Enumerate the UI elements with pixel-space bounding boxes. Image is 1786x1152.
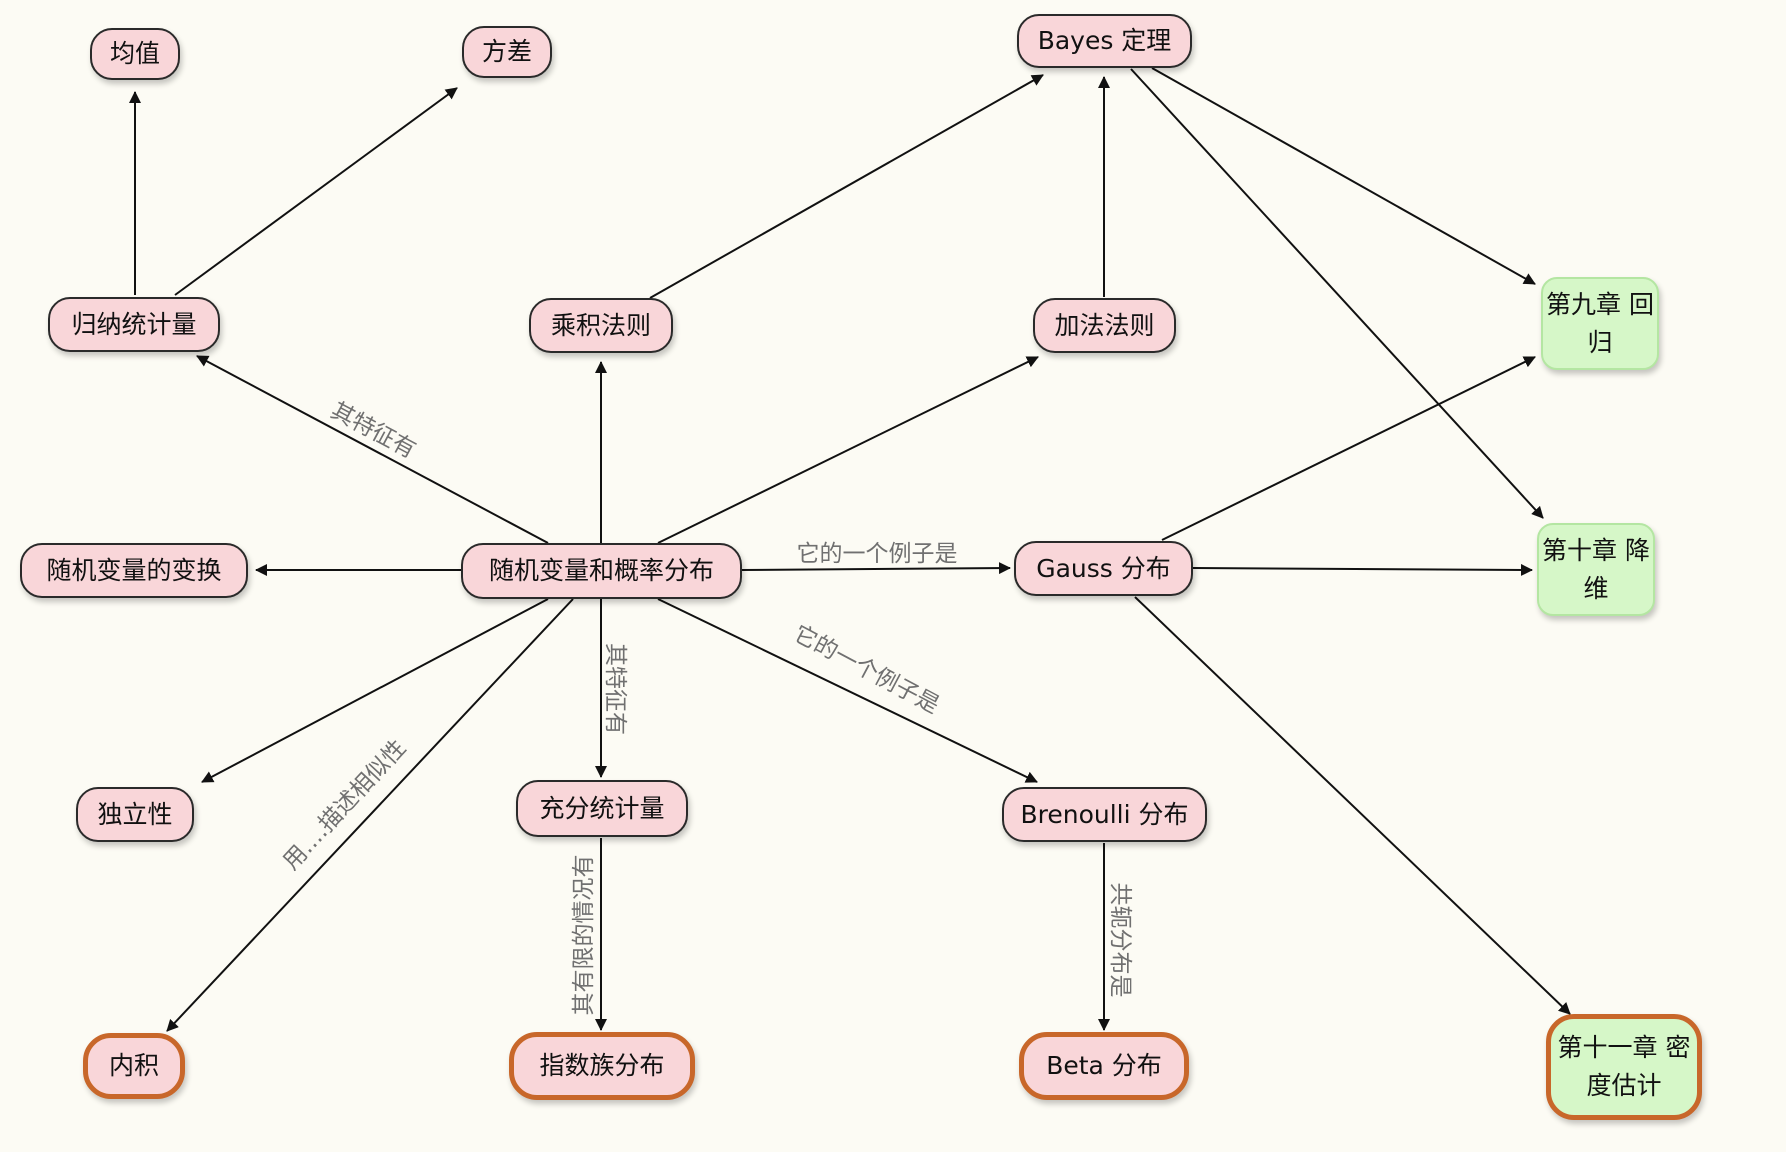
edge-label-characterized-by-1: 其特征有 [327, 398, 420, 464]
node-independence[interactable]: 独立性 [76, 787, 194, 842]
edge-gauss-to-ch10 [1192, 563, 1533, 576]
edge-rvdist-to-gauss [741, 562, 1011, 575]
edge-label-characterized-by-2: 其特征有 [602, 643, 628, 735]
edge-bayes-to-ch9 [1151, 67, 1536, 285]
edge-label-example-2: 它的一个例子是 [789, 621, 943, 720]
node-ch10[interactable]: 第十章 降维 [1537, 523, 1655, 616]
edge-rvdist-to-inner-product [166, 598, 574, 1032]
node-ch9[interactable]: 第九章 回归 [1541, 277, 1659, 370]
node-sufficient-stats[interactable]: 充分统计量 [516, 780, 688, 837]
edge-bayes-to-ch10 [1130, 68, 1544, 519]
node-mean[interactable]: 均值 [90, 28, 180, 80]
node-rv-dist[interactable]: 随机变量和概率分布 [461, 543, 742, 599]
edge-rvdist-to-sum-rule [657, 356, 1039, 544]
edge-label-similarity: 用....描述相似性 [278, 735, 411, 875]
edge-label-finite-case: 其有限的情况有 [571, 855, 597, 1016]
edge-label-conjugate: 共轭分布是 [1107, 883, 1133, 998]
node-rv-transform[interactable]: 随机变量的变换 [20, 543, 248, 598]
node-exp-family[interactable]: 指数族分布 [509, 1032, 695, 1100]
node-summary-stats[interactable]: 归纳统计量 [48, 297, 220, 352]
edge-label-example-1: 它的一个例子是 [797, 541, 958, 567]
node-ch11[interactable]: 第十一章 密度估计 [1546, 1014, 1702, 1120]
node-product-rule[interactable]: 乘积法则 [529, 298, 673, 353]
node-inner-product[interactable]: 内积 [83, 1033, 185, 1099]
node-bernoulli[interactable]: Brenoulli 分布 [1002, 787, 1207, 842]
edge-gauss-to-ch9 [1161, 356, 1536, 541]
edge-rvdist-to-independence [201, 598, 549, 783]
node-variance[interactable]: 方差 [462, 26, 552, 78]
edge-gauss-to-ch11 [1134, 596, 1571, 1015]
node-sum-rule[interactable]: 加法法则 [1033, 298, 1176, 353]
node-bayes[interactable]: Bayes 定理 [1017, 14, 1192, 68]
edge-rvdist-to-summary-stats [196, 355, 549, 544]
node-gauss[interactable]: Gauss 分布 [1014, 541, 1193, 596]
edge-rvdist-to-bernoulli [657, 598, 1038, 783]
edge-product-rule-to-bayes [649, 74, 1044, 299]
node-beta[interactable]: Beta 分布 [1019, 1032, 1189, 1100]
edge-summary-stats-to-variance [174, 87, 458, 296]
